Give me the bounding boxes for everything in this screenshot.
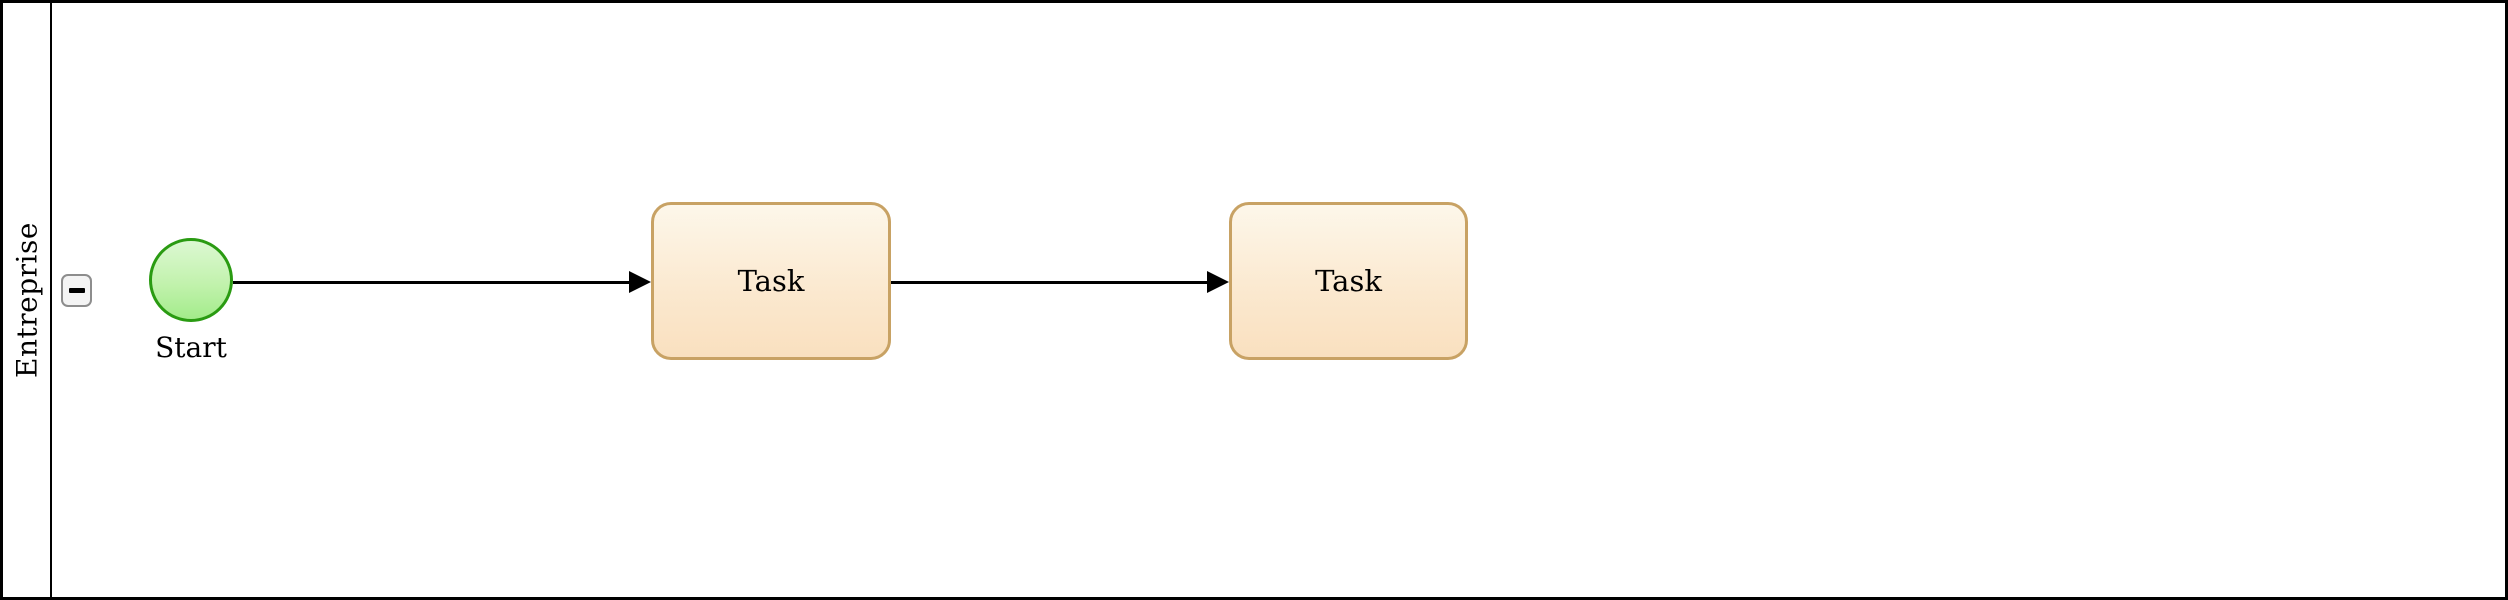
pool-label: Entreprise <box>10 222 43 378</box>
minus-icon <box>68 288 85 293</box>
task-node-2[interactable]: Task <box>1229 202 1468 360</box>
task-1-label: Task <box>737 264 805 298</box>
start-event-label: Start <box>155 331 227 364</box>
pool-collapse-button[interactable] <box>61 274 92 307</box>
arrowhead-icon <box>629 271 651 293</box>
task-node-1[interactable]: Task <box>651 202 891 360</box>
task-2-label: Task <box>1315 264 1382 298</box>
arrowhead-icon <box>1207 271 1229 293</box>
pool-header-lane: Entreprise <box>3 3 52 597</box>
start-event-node[interactable] <box>149 238 233 322</box>
sequence-flow-start-task1[interactable] <box>233 281 631 284</box>
sequence-flow-task1-task2[interactable] <box>891 281 1209 284</box>
